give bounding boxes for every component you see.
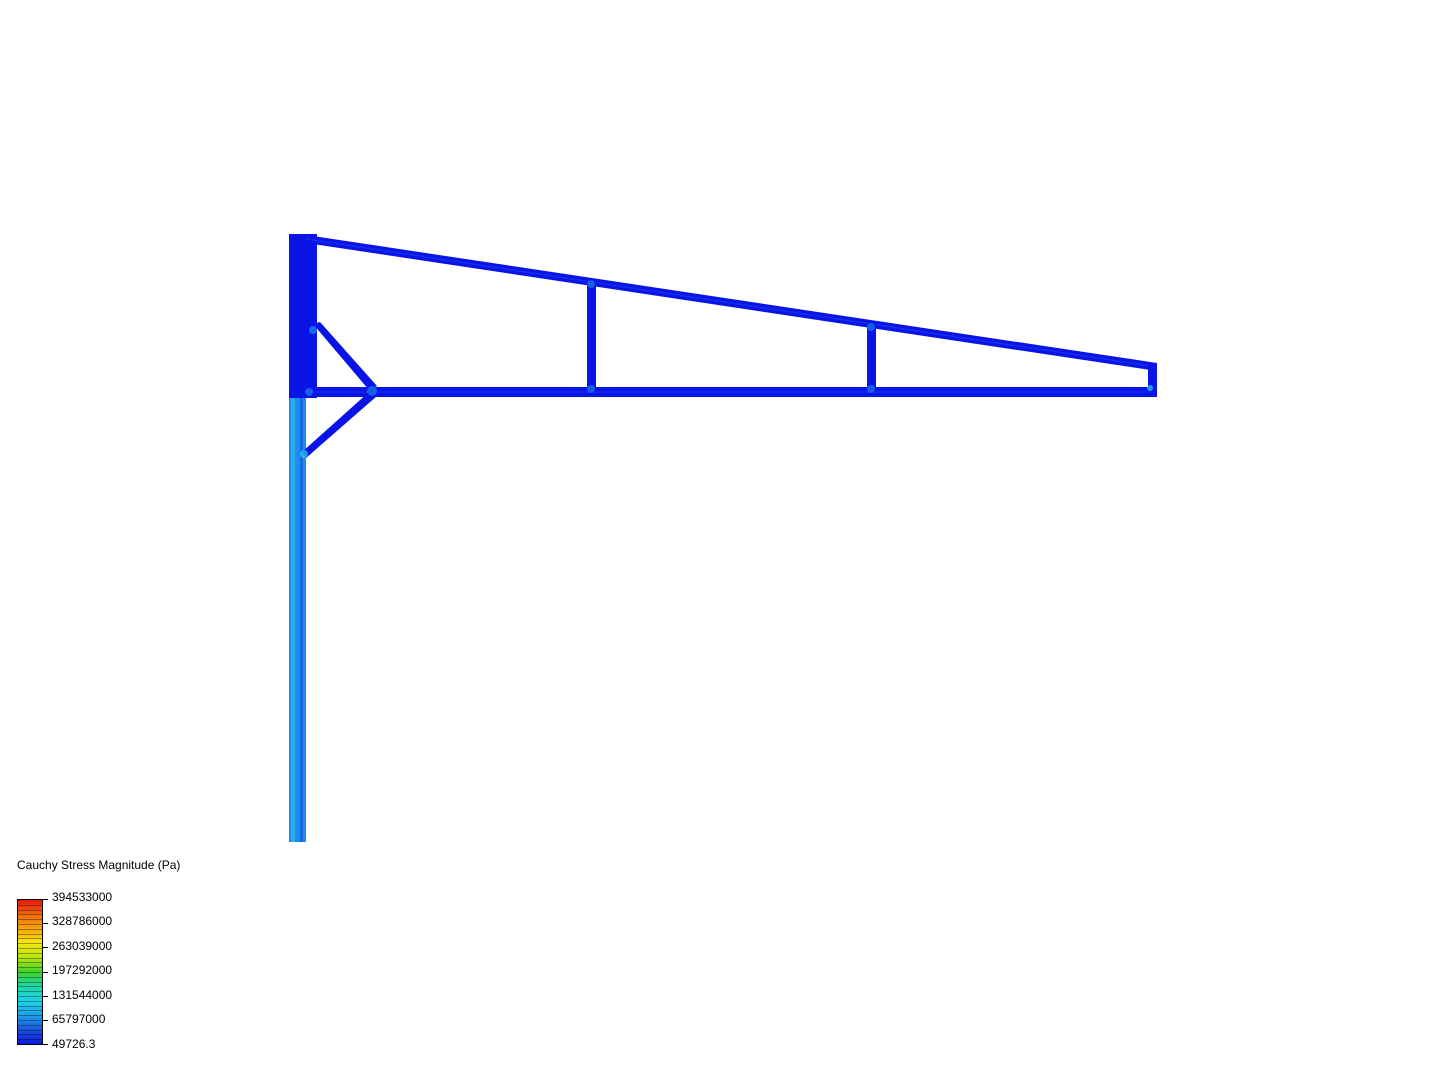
legend-tick bbox=[43, 972, 48, 973]
joint-highlights bbox=[305, 326, 1153, 396]
legend-band-line bbox=[18, 1010, 42, 1011]
legend-band-line bbox=[18, 996, 42, 997]
legend-label: 328786000 bbox=[52, 914, 113, 928]
legend-band-line bbox=[18, 1015, 42, 1016]
legend-band-line bbox=[18, 929, 42, 930]
legend-band-line bbox=[18, 1039, 42, 1040]
end-post bbox=[1148, 363, 1157, 397]
legend-tick bbox=[43, 1020, 48, 1021]
legend-band-line bbox=[18, 948, 42, 949]
legend-label-max: 394533000 bbox=[52, 890, 113, 904]
legend-band-line bbox=[18, 958, 42, 959]
legend-band-line bbox=[18, 1025, 42, 1026]
legend-title: Cauchy Stress Magnitude (Pa) bbox=[17, 858, 181, 872]
legend-band-line bbox=[18, 953, 42, 954]
legend-band-line bbox=[18, 977, 42, 978]
legend-tick bbox=[43, 899, 48, 900]
legend-band-line bbox=[18, 914, 42, 915]
legend-band-line bbox=[18, 919, 42, 920]
upper-diagonal-brace bbox=[313, 322, 377, 390]
legend-color-bar bbox=[17, 899, 43, 1045]
vertical-member-2 bbox=[867, 323, 876, 393]
stress-legend: Cauchy Stress Magnitude (Pa) 394533000 3… bbox=[17, 858, 257, 1058]
legend-band-line bbox=[18, 962, 42, 963]
column-upper bbox=[289, 234, 317, 398]
legend-band-line bbox=[18, 934, 42, 935]
legend-tick bbox=[43, 923, 48, 924]
legend-band-line bbox=[18, 991, 42, 992]
legend-tick bbox=[43, 947, 48, 948]
lower-diagonal-brace bbox=[300, 386, 377, 458]
legend-label: 263039000 bbox=[52, 939, 113, 953]
legend-band-line bbox=[18, 967, 42, 968]
legend-band-line bbox=[18, 938, 42, 939]
legend-band-line bbox=[18, 910, 42, 911]
legend-band-line bbox=[18, 1006, 42, 1007]
legend-label: 65797000 bbox=[52, 1012, 106, 1026]
legend-tick bbox=[43, 996, 48, 997]
legend-band-line bbox=[18, 982, 42, 983]
legend-band-line bbox=[18, 905, 42, 906]
legend-label-min: 49726.3 bbox=[52, 1037, 96, 1051]
legend-band-line bbox=[18, 943, 42, 944]
legend-band-line bbox=[18, 986, 42, 987]
legend-tick bbox=[43, 1044, 48, 1045]
legend-label: 197292000 bbox=[52, 963, 113, 977]
column-lower bbox=[289, 396, 306, 842]
top-chord bbox=[305, 235, 1158, 371]
legend-band-line bbox=[18, 1030, 42, 1031]
bottom-chord bbox=[306, 387, 1157, 397]
vertical-member-1 bbox=[587, 280, 596, 393]
legend-label: 131544000 bbox=[52, 988, 113, 1002]
legend-band-line bbox=[18, 1001, 42, 1002]
legend-band-line bbox=[18, 1020, 42, 1021]
legend-band-line bbox=[18, 1034, 42, 1035]
legend-band-line bbox=[18, 972, 42, 973]
legend-band-line bbox=[18, 924, 42, 925]
